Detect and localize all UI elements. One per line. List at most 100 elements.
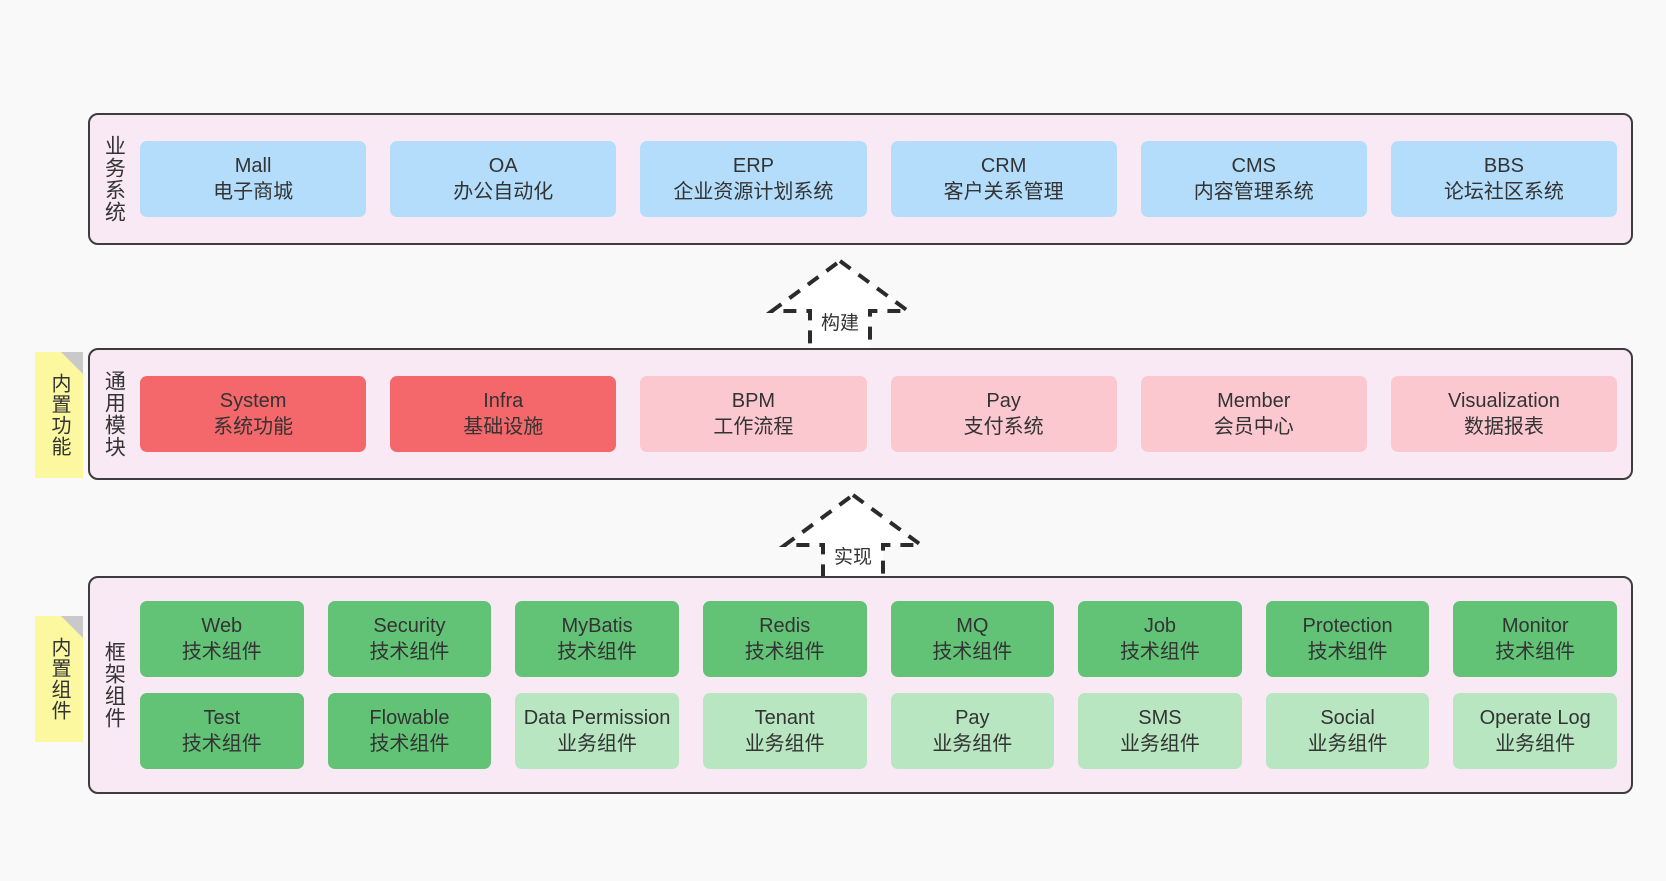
card-subtitle: 系统功能 bbox=[213, 416, 294, 438]
card-subtitle: 业务组件 bbox=[1495, 733, 1576, 755]
layer-title-framework: 框架组件 bbox=[102, 641, 126, 729]
card-subtitle: 电子商城 bbox=[213, 181, 294, 203]
card-visualization[interactable]: Visualization 数据报表 bbox=[1390, 376, 1618, 452]
card-member[interactable]: Member 会员中心 bbox=[1140, 376, 1367, 452]
card-monitor[interactable]: Monitor 技术组件 bbox=[1453, 601, 1617, 677]
card-title: Job bbox=[1143, 615, 1177, 637]
card-title: Infra bbox=[483, 390, 524, 412]
sticky-note-builtin-components: 内置组件 bbox=[35, 616, 83, 742]
card-subtitle: 客户关系管理 bbox=[943, 181, 1064, 203]
layer-body-framework: Web 技术组件 Security 技术组件 MyBatis 技术组件 Redi… bbox=[136, 578, 1631, 792]
card-title: ERP bbox=[732, 155, 774, 177]
card-job[interactable]: Job 技术组件 bbox=[1078, 601, 1242, 677]
card-mall[interactable]: Mall 电子商城 bbox=[140, 141, 367, 217]
card-title: Data Permission bbox=[523, 707, 671, 729]
layer-body-business: Mall 电子商城 OA 办公自动化 ERP 企业资源计划系统 CRM 客户关系… bbox=[136, 115, 1631, 243]
card-subtitle: 企业资源计划系统 bbox=[673, 181, 834, 203]
card-bpm[interactable]: BPM 工作流程 bbox=[640, 376, 867, 452]
card-title: Security bbox=[373, 615, 446, 637]
card-subtitle: 技术组件 bbox=[1495, 641, 1576, 663]
card-subtitle: 内容管理系统 bbox=[1193, 181, 1314, 203]
card-subtitle: 技术组件 bbox=[181, 733, 262, 755]
card-web[interactable]: Web 技术组件 bbox=[140, 601, 304, 677]
card-subtitle: 技术组件 bbox=[369, 733, 450, 755]
card-title: BBS bbox=[1483, 155, 1524, 177]
card-subtitle: 技术组件 bbox=[932, 641, 1013, 663]
card-flowable[interactable]: Flowable 技术组件 bbox=[327, 693, 492, 769]
card-pay[interactable]: Pay 支付系统 bbox=[890, 376, 1117, 452]
card-title: Protection bbox=[1302, 615, 1393, 637]
sticky-note-label: 内置组件 bbox=[48, 637, 70, 721]
arrow-implement-icon bbox=[778, 492, 928, 587]
card-subtitle: 工作流程 bbox=[713, 416, 794, 438]
card-subtitle: 技术组件 bbox=[181, 641, 262, 663]
card-title: BPM bbox=[731, 390, 776, 412]
arrow-build: 构建 bbox=[760, 253, 920, 353]
card-subtitle: 办公自动化 bbox=[453, 181, 554, 203]
card-title: Visualization bbox=[1447, 390, 1560, 412]
card-subtitle: 论坛社区系统 bbox=[1443, 181, 1564, 203]
card-subtitle: 技术组件 bbox=[1307, 641, 1388, 663]
card-system[interactable]: System 系统功能 bbox=[140, 376, 367, 452]
card-oa[interactable]: OA 办公自动化 bbox=[390, 141, 617, 217]
card-cms[interactable]: CMS 内容管理系统 bbox=[1140, 141, 1367, 217]
card-subtitle: 基础设施 bbox=[463, 416, 544, 438]
card-erp[interactable]: ERP 企业资源计划系统 bbox=[640, 141, 867, 217]
card-tenant[interactable]: Tenant 业务组件 bbox=[702, 693, 867, 769]
card-title: CMS bbox=[1231, 155, 1276, 177]
card-title: MQ bbox=[956, 615, 989, 637]
card-test[interactable]: Test 技术组件 bbox=[140, 693, 304, 769]
card-row: Web 技术组件 Security 技术组件 MyBatis 技术组件 Redi… bbox=[140, 601, 1617, 677]
card-title: Monitor bbox=[1501, 615, 1569, 637]
card-redis[interactable]: Redis 技术组件 bbox=[702, 601, 867, 677]
card-operate-log[interactable]: Operate Log 业务组件 bbox=[1453, 693, 1617, 769]
card-security[interactable]: Security 技术组件 bbox=[327, 601, 492, 677]
card-social[interactable]: Social 业务组件 bbox=[1265, 693, 1430, 769]
card-title: CRM bbox=[980, 155, 1027, 177]
card-title: Pay bbox=[986, 390, 1021, 412]
layer-title-modules: 通用模块 bbox=[102, 370, 126, 458]
layer-title-business: 业务系统 bbox=[102, 135, 126, 223]
card-title: MyBatis bbox=[561, 615, 633, 637]
card-title: Flowable bbox=[369, 707, 450, 729]
card-subtitle: 业务组件 bbox=[557, 733, 638, 755]
card-title: Test bbox=[203, 707, 241, 729]
card-subtitle: 支付系统 bbox=[963, 416, 1044, 438]
card-subtitle: 技术组件 bbox=[744, 641, 825, 663]
card-title: Web bbox=[201, 615, 243, 637]
card-subtitle: 业务组件 bbox=[744, 733, 825, 755]
card-title: Pay bbox=[955, 707, 990, 729]
card-sms[interactable]: SMS 业务组件 bbox=[1078, 693, 1242, 769]
card-subtitle: 技术组件 bbox=[1119, 641, 1200, 663]
arrow-implement: 实现 bbox=[773, 487, 933, 587]
card-infra[interactable]: Infra 基础设施 bbox=[390, 376, 617, 452]
layer-framework-components: 框架组件 Web 技术组件 Security 技术组件 MyBatis 技术组件… bbox=[88, 576, 1633, 794]
card-row: Mall 电子商城 OA 办公自动化 ERP 企业资源计划系统 CRM 客户关系… bbox=[140, 141, 1618, 217]
card-mq[interactable]: MQ 技术组件 bbox=[890, 601, 1055, 677]
arrow-implement-label: 实现 bbox=[833, 547, 872, 568]
card-title: Tenant bbox=[754, 707, 815, 729]
arrow-build-label: 构建 bbox=[820, 313, 859, 334]
card-mybatis[interactable]: MyBatis 技术组件 bbox=[515, 601, 679, 677]
card-title: SMS bbox=[1138, 707, 1182, 729]
arrow-build-icon bbox=[765, 258, 915, 353]
card-subtitle: 业务组件 bbox=[1307, 733, 1388, 755]
card-bbs[interactable]: BBS 论坛社区系统 bbox=[1390, 141, 1618, 217]
card-crm[interactable]: CRM 客户关系管理 bbox=[890, 141, 1117, 217]
card-pay-business[interactable]: Pay 业务组件 bbox=[890, 693, 1055, 769]
sticky-note-label: 内置功能 bbox=[48, 373, 70, 457]
card-title: Social bbox=[1320, 707, 1375, 729]
card-title: Member bbox=[1217, 390, 1291, 412]
card-row: System 系统功能 Infra 基础设施 BPM 工作流程 Pay 支付系统… bbox=[140, 376, 1618, 452]
card-subtitle: 会员中心 bbox=[1213, 416, 1294, 438]
layer-general-modules: 通用模块 System 系统功能 Infra 基础设施 BPM 工作流程 Pay… bbox=[88, 348, 1633, 480]
card-title: Redis bbox=[759, 615, 811, 637]
card-data-permission[interactable]: Data Permission 业务组件 bbox=[515, 693, 679, 769]
card-title: OA bbox=[488, 155, 518, 177]
card-protection[interactable]: Protection 技术组件 bbox=[1265, 601, 1430, 677]
card-subtitle: 技术组件 bbox=[369, 641, 450, 663]
card-subtitle: 技术组件 bbox=[557, 641, 638, 663]
layer-body-modules: System 系统功能 Infra 基础设施 BPM 工作流程 Pay 支付系统… bbox=[136, 350, 1631, 478]
card-title: Mall bbox=[234, 155, 272, 177]
